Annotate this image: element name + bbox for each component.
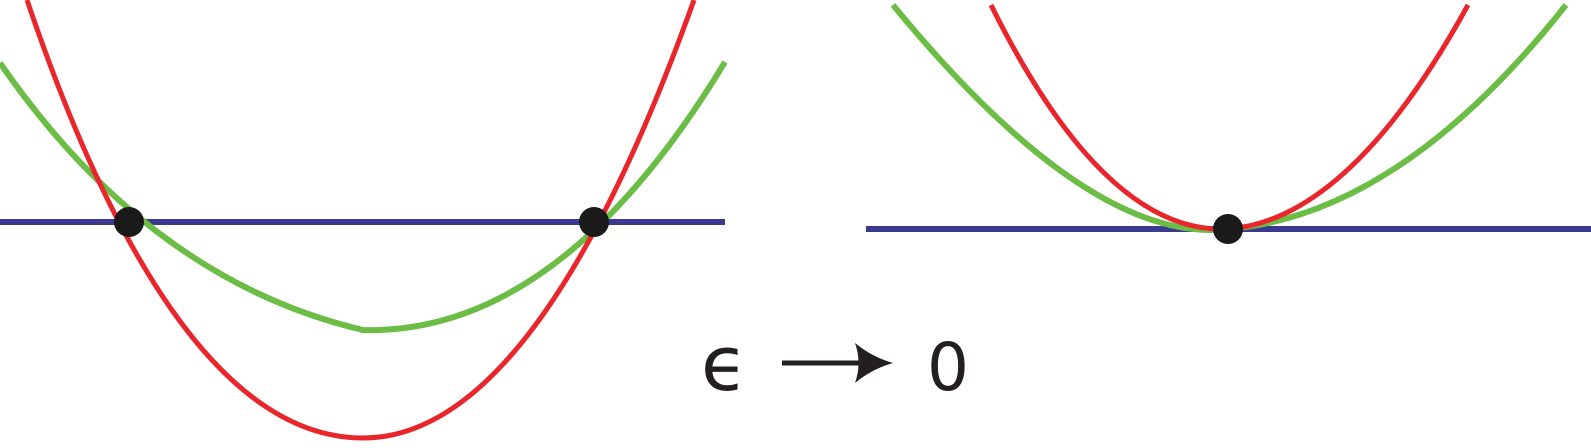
right-point [1213, 214, 1243, 244]
left-point-1 [114, 207, 144, 237]
right-arrow-icon [782, 343, 893, 383]
limit-value: 0 [927, 329, 969, 406]
epsilon-symbol: ϵ [701, 319, 748, 408]
right-green-curve [890, 3, 1569, 233]
right-red-curve [988, 3, 1471, 232]
caption: ϵ 0 [701, 319, 969, 408]
left-green-curve [0, 60, 728, 334]
left-diagram [0, 0, 728, 441]
right-diagram [866, 3, 1591, 244]
left-point-2 [579, 207, 609, 237]
